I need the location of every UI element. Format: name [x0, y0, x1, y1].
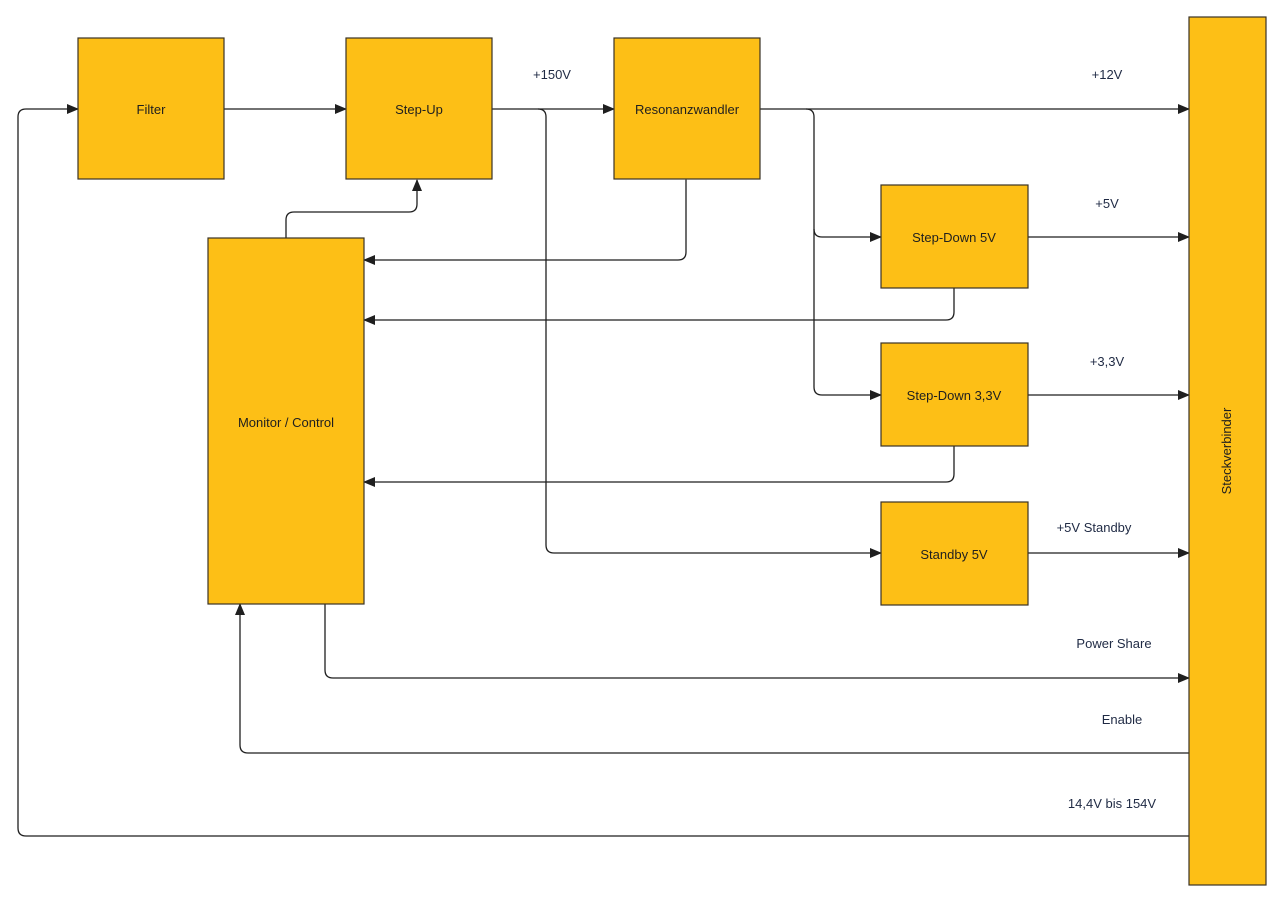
wire-stepdown33-monitor [363, 435, 959, 487]
wire-stepdown5-monitor [363, 277, 959, 325]
resonanz-block: Resonanzwandler [613, 37, 761, 180]
filter-label: Filter [137, 102, 167, 117]
wire-resonanz-to-stepdown33 [813, 229, 882, 400]
step-up-block: Step-Up [345, 37, 493, 180]
wire-resonanz-monitor [363, 169, 691, 265]
label-enable: Enable [1102, 712, 1142, 727]
monitor-block: Monitor / Control [207, 237, 365, 605]
step-up-label: Step-Up [395, 102, 443, 117]
resonanz-label: Resonanzwandler [635, 102, 740, 117]
wire-resonanz-to-stepdown5 [805, 108, 882, 242]
standby-5v-label: Standby 5V [920, 547, 988, 562]
step-down-5v-label: Step-Down 5V [912, 230, 996, 245]
connector-block: Steckverbinder [1188, 16, 1267, 886]
wire-150v-to-standby [537, 108, 882, 558]
step-down-33v-label: Step-Down 3,3V [907, 388, 1002, 403]
label-5v: +5V [1095, 196, 1119, 211]
step-down-5v-block: Step-Down 5V [880, 184, 1029, 289]
monitor-label: Monitor / Control [238, 415, 334, 430]
label-input-range: 14,4V bis 154V [1068, 796, 1157, 811]
label-5v-standby: +5V Standby [1057, 520, 1132, 535]
wire-power-share [320, 593, 1190, 683]
standby-5v-block: Standby 5V [880, 501, 1029, 606]
label-33v: +3,3V [1090, 354, 1125, 369]
label-150v: +150V [533, 67, 571, 82]
filter-block: Filter [77, 37, 225, 180]
step-down-33v-block: Step-Down 3,3V [880, 342, 1029, 447]
label-12v: +12V [1092, 67, 1123, 82]
wire-enable [235, 603, 1190, 754]
wire-input-to-filter [17, 104, 1190, 837]
connector-label: Steckverbinder [1219, 407, 1234, 494]
wire-monitor-to-stepup [285, 179, 422, 238]
label-power-share: Power Share [1076, 636, 1151, 651]
